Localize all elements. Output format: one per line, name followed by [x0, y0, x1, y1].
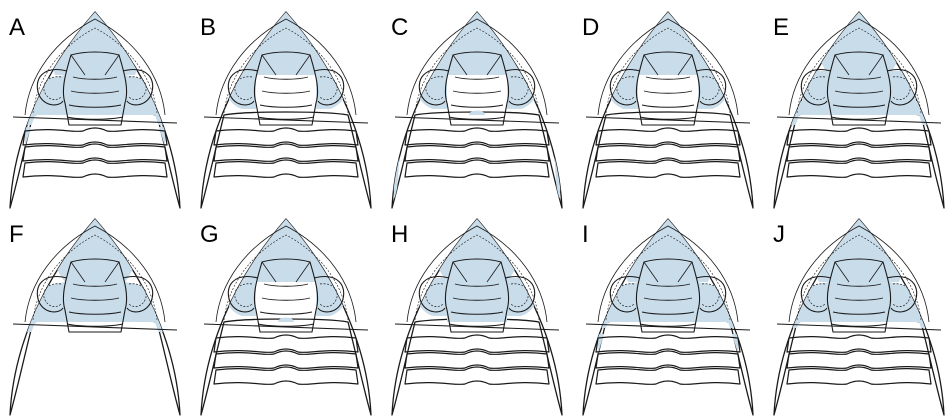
thoracic-segment: [405, 144, 549, 161]
thoracic-segment: [405, 128, 549, 145]
panel-i: I: [582, 218, 753, 415]
thoracic-segment: [214, 128, 358, 145]
panel-letter: I: [582, 221, 589, 248]
thoracic-segment: [787, 160, 931, 177]
thoracic-segment: [405, 367, 549, 384]
shade-glabella-front: [621, 11, 715, 75]
shade-cheeks: [780, 282, 938, 328]
thoracic-segment: [787, 351, 931, 368]
suture-line: [586, 324, 750, 330]
thoracic-segment: [596, 367, 740, 384]
shade-cheeks: [589, 282, 747, 328]
thoracic-segment: [214, 144, 358, 161]
thoracic-segment: [214, 367, 358, 384]
thoracic-segment: [405, 351, 549, 368]
suture-line: [395, 324, 559, 330]
shade-glabella-front: [48, 11, 142, 75]
panel-g: G: [200, 218, 371, 415]
shade-genal-spines: [392, 125, 563, 203]
panel-b: B: [200, 11, 371, 208]
thoracic-segment: [23, 128, 167, 145]
panel-a: A: [9, 11, 181, 208]
shade-glabella-front: [239, 11, 333, 75]
shading-group: [415, 218, 539, 370]
panel-letter: E: [773, 14, 789, 41]
thoracic-segment: [596, 335, 740, 352]
panel-letter: D: [582, 14, 599, 41]
thoracic-segment: [596, 128, 740, 145]
thoracic-segment: [23, 160, 167, 177]
suture-line: [13, 117, 177, 123]
shade-thorax: [598, 334, 738, 382]
suture-line: [395, 117, 559, 123]
thoracic-segment: [405, 335, 549, 352]
thoracic-segment: [787, 367, 931, 384]
shade-glabella-front: [621, 218, 715, 282]
thoracic-segment: [405, 160, 549, 177]
shade-glabella-front: [430, 11, 524, 75]
shading-group: [774, 11, 945, 163]
thoracic-segment: [214, 351, 358, 368]
panel-letter: A: [9, 14, 25, 41]
thoracic-segment: [596, 144, 740, 161]
panel-d: D: [582, 11, 753, 208]
panel-c: C: [391, 11, 562, 208]
panel-letter: B: [200, 14, 216, 41]
thoracic-segment: [23, 144, 167, 161]
shade-thorax: [25, 127, 165, 175]
panel-letter: F: [9, 221, 24, 248]
thoracic-segment: [787, 335, 931, 352]
shading-group: [780, 218, 938, 370]
suture-line: [204, 324, 368, 330]
panel-f: F: [9, 218, 181, 415]
shading-group: [10, 218, 181, 334]
thoracic-segment: [596, 160, 740, 177]
suture-line: [586, 117, 750, 123]
thoracic-segment: [787, 128, 931, 145]
panel-e: E: [773, 11, 945, 208]
panel-letter: C: [391, 14, 408, 41]
shade-glabella-front: [239, 218, 333, 282]
suture-line: [777, 324, 941, 330]
panel-letter: H: [391, 221, 408, 248]
thoracic-segment: [214, 335, 358, 352]
panel-letter: G: [200, 221, 219, 248]
panel-j: J: [773, 218, 944, 415]
suture-line: [204, 117, 368, 123]
suture-line: [777, 117, 941, 123]
panel-letter: J: [773, 221, 785, 248]
thoracic-segment: [787, 144, 931, 161]
shade-glabella-front: [812, 218, 906, 282]
thoracic-segment: [214, 160, 358, 177]
thoracic-segment: [596, 351, 740, 368]
panel-h: H: [391, 218, 562, 415]
suture-line: [13, 324, 177, 330]
